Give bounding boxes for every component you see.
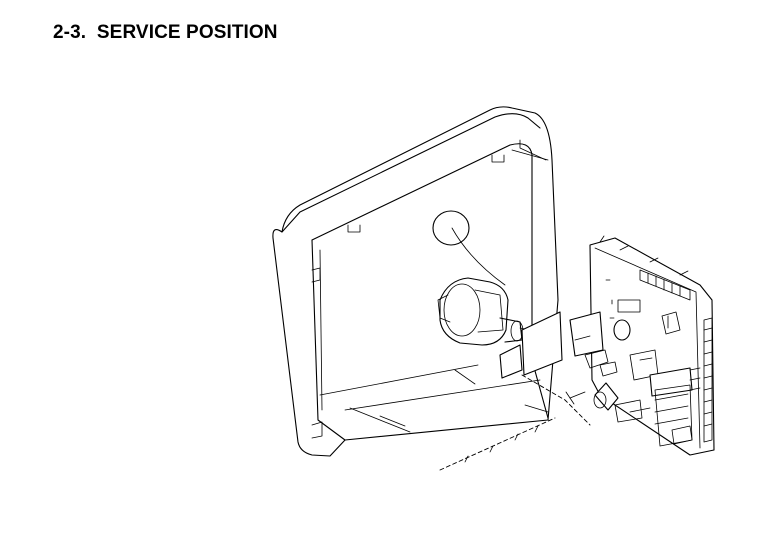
main-pcb [565, 235, 715, 456]
crt-neck-assembly [437, 277, 531, 346]
section-heading: 2-3. SERVICE POSITION [53, 22, 278, 43]
tv-cabinet [272, 106, 559, 471]
crt-socket-board [499, 311, 591, 426]
